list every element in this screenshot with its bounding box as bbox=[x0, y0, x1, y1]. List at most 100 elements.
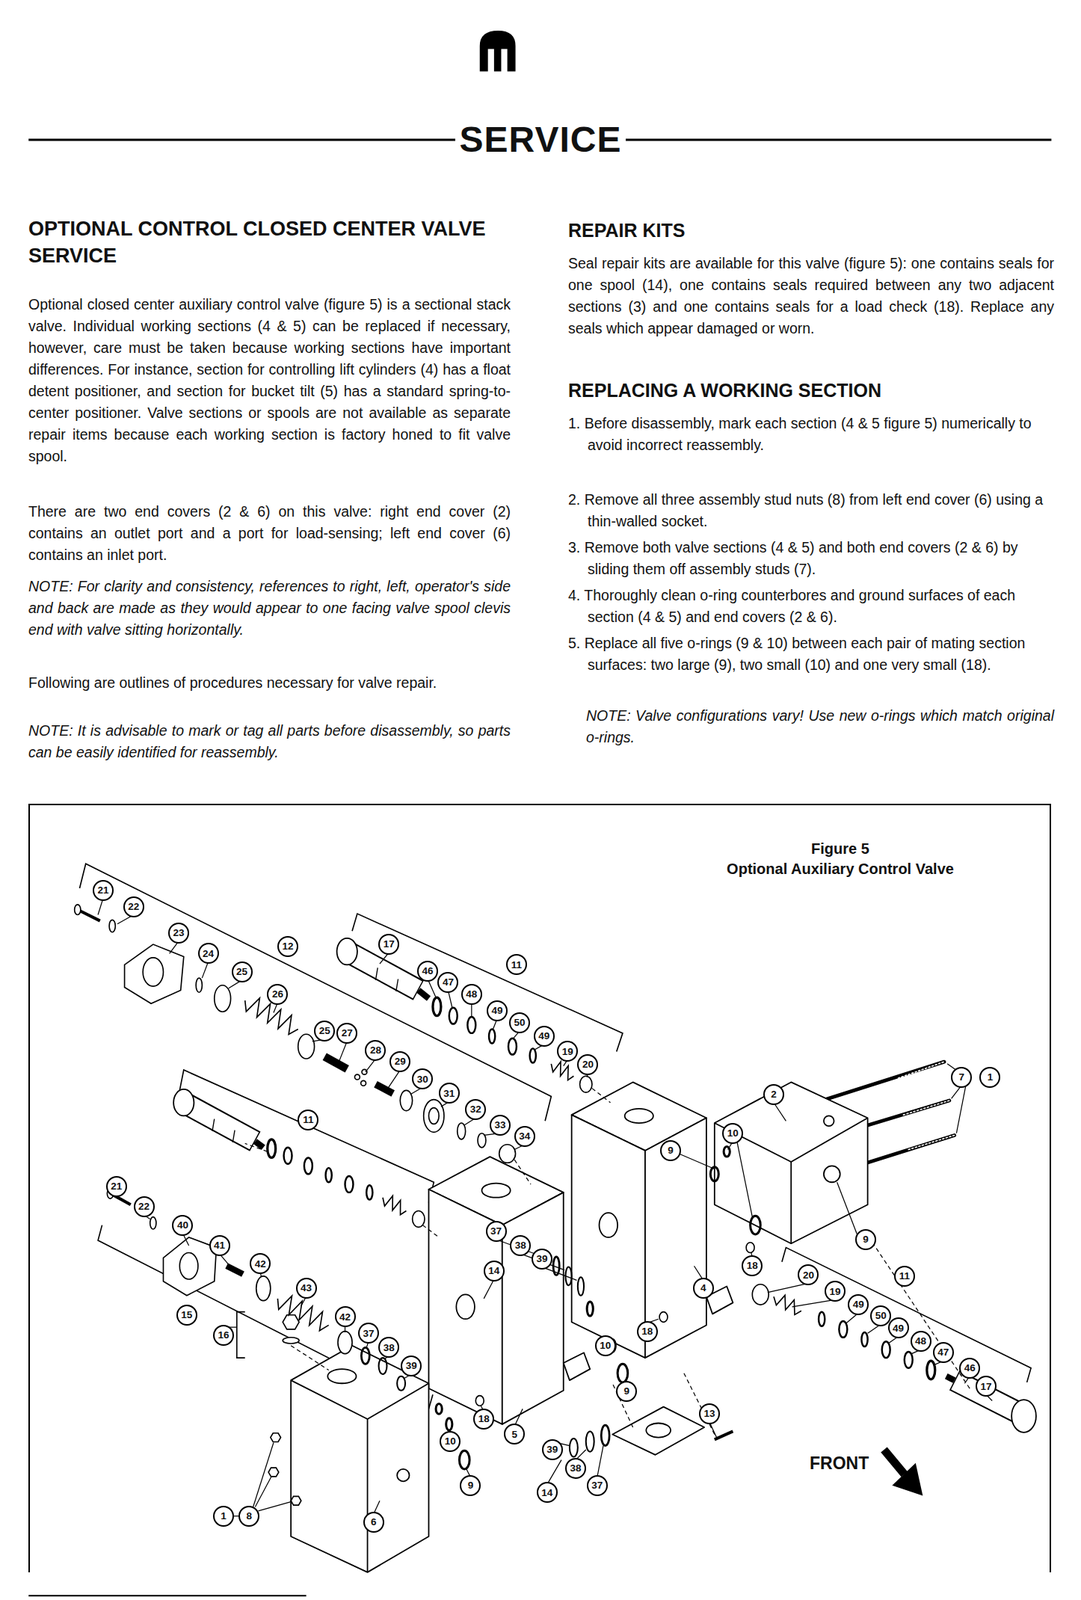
callout-text: 5 bbox=[511, 1429, 518, 1440]
callout-number: 40 bbox=[171, 1214, 193, 1236]
callout-text: 12 bbox=[282, 941, 294, 952]
callout-number: 22 bbox=[133, 1196, 155, 1218]
callout-text: 9 bbox=[862, 1234, 869, 1245]
callout-text: 20 bbox=[582, 1059, 594, 1070]
callout-text: 6 bbox=[370, 1516, 377, 1528]
callout-number: 46 bbox=[417, 960, 439, 982]
callout-text: 10 bbox=[727, 1128, 739, 1139]
direction-label: FRONT bbox=[809, 1452, 869, 1474]
callout-number: 25 bbox=[231, 961, 253, 983]
callout-number: 39 bbox=[400, 1355, 422, 1377]
callout-text: 49 bbox=[491, 1005, 503, 1016]
callout-number: 49 bbox=[486, 1000, 508, 1022]
callout-text: 19 bbox=[829, 1286, 841, 1298]
callout-number: 37 bbox=[586, 1474, 608, 1496]
leader-lines bbox=[97, 898, 993, 1517]
callout-text: 38 bbox=[570, 1463, 582, 1474]
callout-number: 38 bbox=[509, 1235, 531, 1256]
callout-number: 37 bbox=[358, 1322, 380, 1344]
callout-number: 32 bbox=[464, 1098, 486, 1120]
callout-text: 33 bbox=[494, 1119, 507, 1131]
callout-number: 25 bbox=[313, 1020, 335, 1042]
callout-text: 47 bbox=[442, 977, 454, 988]
callout-number: 19 bbox=[824, 1280, 846, 1302]
callout-number: 8 bbox=[238, 1505, 260, 1527]
callout-text: 16 bbox=[218, 1329, 230, 1341]
callout-text: 14 bbox=[488, 1265, 500, 1277]
callout-number: 49 bbox=[533, 1025, 555, 1047]
callout-number: 9 bbox=[459, 1474, 481, 1496]
callout-number: 18 bbox=[636, 1320, 658, 1342]
callout-text: 31 bbox=[443, 1088, 455, 1099]
callout-text: 38 bbox=[515, 1240, 527, 1251]
callout-text: 26 bbox=[272, 989, 284, 1000]
callout-number: 27 bbox=[336, 1022, 358, 1044]
callout-number: 15 bbox=[176, 1304, 198, 1326]
callout-text: 11 bbox=[899, 1270, 910, 1282]
callout-text: 37 bbox=[362, 1328, 374, 1339]
callout-text: 30 bbox=[417, 1074, 429, 1085]
callout-number: 38 bbox=[378, 1336, 400, 1358]
callout-text: 28 bbox=[370, 1045, 382, 1056]
callout-number: 2 bbox=[763, 1083, 785, 1105]
step-item: 4. Thoroughly clean o-ring counterbores … bbox=[568, 584, 1055, 628]
note-paragraph: NOTE: For clarity and consistency, refer… bbox=[28, 575, 511, 641]
callout-number: 7 bbox=[950, 1066, 972, 1088]
callout-number: 31 bbox=[438, 1082, 460, 1104]
callout-text: 9 bbox=[467, 1480, 474, 1491]
callout-number: 10 bbox=[439, 1430, 461, 1452]
callout-text: 15 bbox=[180, 1309, 193, 1321]
callout-text: 49 bbox=[892, 1323, 904, 1334]
callout-text: 42 bbox=[339, 1312, 351, 1323]
step-item: 5. Replace all five o-rings (9 & 10) bet… bbox=[568, 632, 1055, 676]
callout-number: 49 bbox=[847, 1294, 869, 1315]
callout-text: 9 bbox=[667, 1145, 674, 1156]
callout-text: 25 bbox=[236, 966, 248, 978]
callout-number: 11 bbox=[506, 953, 528, 975]
callout-text: 11 bbox=[302, 1114, 314, 1126]
callout-number: 47 bbox=[437, 971, 459, 993]
logo bbox=[479, 30, 516, 72]
callout-number: 12 bbox=[277, 935, 299, 957]
callout-text: 39 bbox=[546, 1444, 558, 1455]
body-paragraph: Seal repair kits are available for this … bbox=[568, 252, 1055, 340]
callout-text: 42 bbox=[254, 1258, 267, 1270]
callout-number: 11 bbox=[297, 1109, 319, 1131]
callout-text: 32 bbox=[470, 1104, 482, 1115]
section-heading: REPAIR KITS bbox=[568, 218, 1055, 243]
callout-number: 11 bbox=[894, 1265, 916, 1287]
callout-number: 39 bbox=[531, 1248, 553, 1270]
callout-text: 2 bbox=[770, 1089, 777, 1100]
centerlines bbox=[245, 1088, 970, 1435]
small-parts bbox=[74, 904, 755, 1505]
callout-number: 33 bbox=[489, 1114, 511, 1136]
callout-number: 48 bbox=[910, 1330, 932, 1352]
callout-text: 7 bbox=[958, 1072, 965, 1083]
figure-frame: Figure 5Optional Auxiliary Control Valve… bbox=[28, 803, 1052, 1573]
callout-text: 24 bbox=[202, 948, 214, 960]
callout-number: 20 bbox=[797, 1264, 819, 1286]
callout-text: 39 bbox=[536, 1253, 548, 1265]
callout-text: 18 bbox=[478, 1413, 490, 1425]
callout-number: 16 bbox=[213, 1324, 234, 1346]
callout-number: 13 bbox=[698, 1403, 720, 1425]
callout-number: 42 bbox=[249, 1252, 271, 1274]
heading-row: SERVICE bbox=[0, 118, 1081, 161]
callout-text: 18 bbox=[746, 1260, 759, 1271]
callout-text: 39 bbox=[405, 1360, 418, 1372]
callout-text: 41 bbox=[213, 1240, 226, 1251]
callout-number: 5 bbox=[503, 1423, 525, 1445]
section-heading: REPLACING A WORKING SECTION bbox=[568, 378, 1055, 403]
callout-text: 23 bbox=[172, 927, 184, 939]
callout-number: 14 bbox=[483, 1260, 505, 1282]
callout-text: 47 bbox=[937, 1347, 949, 1358]
callout-text: 17 bbox=[383, 938, 395, 950]
callout-number: 37 bbox=[485, 1220, 507, 1242]
callout-number: 6 bbox=[363, 1511, 385, 1533]
callout-text: 50 bbox=[513, 1017, 525, 1028]
callout-number: 26 bbox=[266, 983, 288, 1005]
callout-text: 4 bbox=[700, 1282, 707, 1294]
callout-text: 21 bbox=[97, 885, 109, 896]
callout-text: 22 bbox=[138, 1201, 150, 1212]
callout-number: 42 bbox=[334, 1306, 356, 1327]
